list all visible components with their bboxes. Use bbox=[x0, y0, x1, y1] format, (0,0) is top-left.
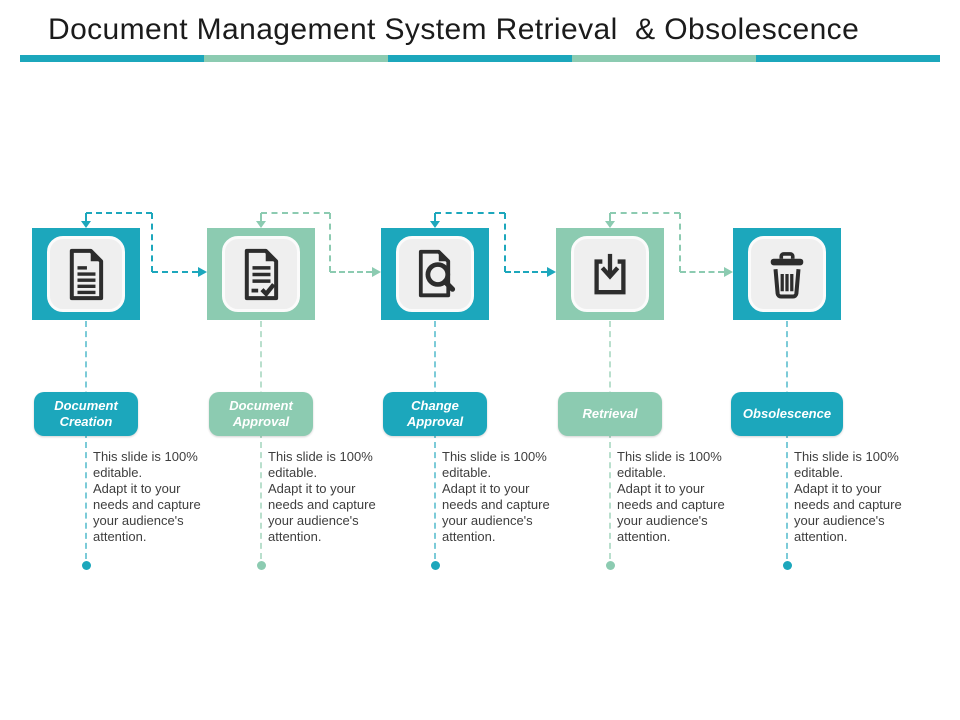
underline-segment bbox=[204, 55, 388, 62]
connector-line bbox=[85, 213, 87, 221]
step-box-obsolescence bbox=[733, 228, 841, 320]
step-label-change-approval: Change Approval bbox=[383, 392, 487, 436]
step-label-retrieval: Retrieval bbox=[558, 392, 662, 436]
connector-line bbox=[86, 212, 152, 214]
arrow-right-icon bbox=[547, 267, 556, 277]
document-search-icon bbox=[418, 249, 456, 297]
drop-line bbox=[609, 321, 611, 559]
arrow-down-icon bbox=[605, 221, 615, 228]
connector-line bbox=[330, 271, 372, 273]
arrow-right-icon bbox=[724, 267, 733, 277]
underline-segment bbox=[388, 55, 572, 62]
step-box-change-approval bbox=[381, 228, 489, 320]
connector-line bbox=[679, 213, 681, 272]
icon-panel bbox=[396, 236, 474, 312]
connector-line bbox=[434, 213, 436, 221]
document-icon bbox=[69, 248, 104, 300]
approved-document-icon bbox=[244, 248, 279, 300]
step-label-document-approval: Document Approval bbox=[209, 392, 313, 436]
connector-line bbox=[435, 212, 505, 214]
connector-line bbox=[152, 271, 198, 273]
connector-line bbox=[504, 213, 506, 272]
step-box-document-approval bbox=[207, 228, 315, 320]
step-description: This slide is 100% editable. Adapt it to… bbox=[617, 449, 725, 544]
page-title: Document Management System Retrieval & O… bbox=[48, 13, 860, 46]
icon-panel bbox=[47, 236, 125, 312]
step-label-obsolescence: Obsolescence bbox=[731, 392, 843, 436]
step-box-document-creation bbox=[32, 228, 140, 320]
connector-line bbox=[329, 213, 331, 272]
step-description: This slide is 100% editable. Adapt it to… bbox=[442, 449, 550, 544]
connector-line bbox=[680, 271, 724, 273]
arrow-right-icon bbox=[198, 267, 207, 277]
drop-line-dot bbox=[431, 561, 440, 570]
arrow-down-icon bbox=[256, 221, 266, 228]
step-box-retrieval bbox=[556, 228, 664, 320]
underline-segment bbox=[756, 55, 940, 62]
drop-line-dot bbox=[606, 561, 615, 570]
connector-line bbox=[260, 213, 262, 221]
drop-line bbox=[85, 321, 87, 559]
connector-line bbox=[610, 212, 680, 214]
trash-icon bbox=[770, 252, 804, 299]
arrow-down-icon bbox=[81, 221, 91, 228]
title-underline bbox=[20, 55, 940, 62]
drop-line bbox=[786, 321, 788, 559]
arrow-down-icon bbox=[430, 221, 440, 228]
arrow-right-icon bbox=[372, 267, 381, 277]
drop-line-dot bbox=[783, 561, 792, 570]
connector-line bbox=[505, 271, 547, 273]
underline-segment bbox=[20, 55, 204, 62]
step-description: This slide is 100% editable. Adapt it to… bbox=[794, 449, 902, 544]
icon-panel bbox=[571, 236, 649, 312]
underline-segment bbox=[572, 55, 756, 62]
connector-line bbox=[151, 213, 153, 272]
step-description: This slide is 100% editable. Adapt it to… bbox=[268, 449, 376, 544]
icon-panel bbox=[748, 236, 826, 312]
drop-line bbox=[260, 321, 262, 559]
drop-line bbox=[434, 321, 436, 559]
download-tray-icon bbox=[594, 253, 626, 295]
step-description: This slide is 100% editable. Adapt it to… bbox=[93, 449, 201, 544]
drop-line-dot bbox=[82, 561, 91, 570]
icon-panel bbox=[222, 236, 300, 312]
drop-line-dot bbox=[257, 561, 266, 570]
connector-line bbox=[261, 212, 330, 214]
step-label-document-creation: Document Creation bbox=[34, 392, 138, 436]
connector-line bbox=[609, 213, 611, 221]
